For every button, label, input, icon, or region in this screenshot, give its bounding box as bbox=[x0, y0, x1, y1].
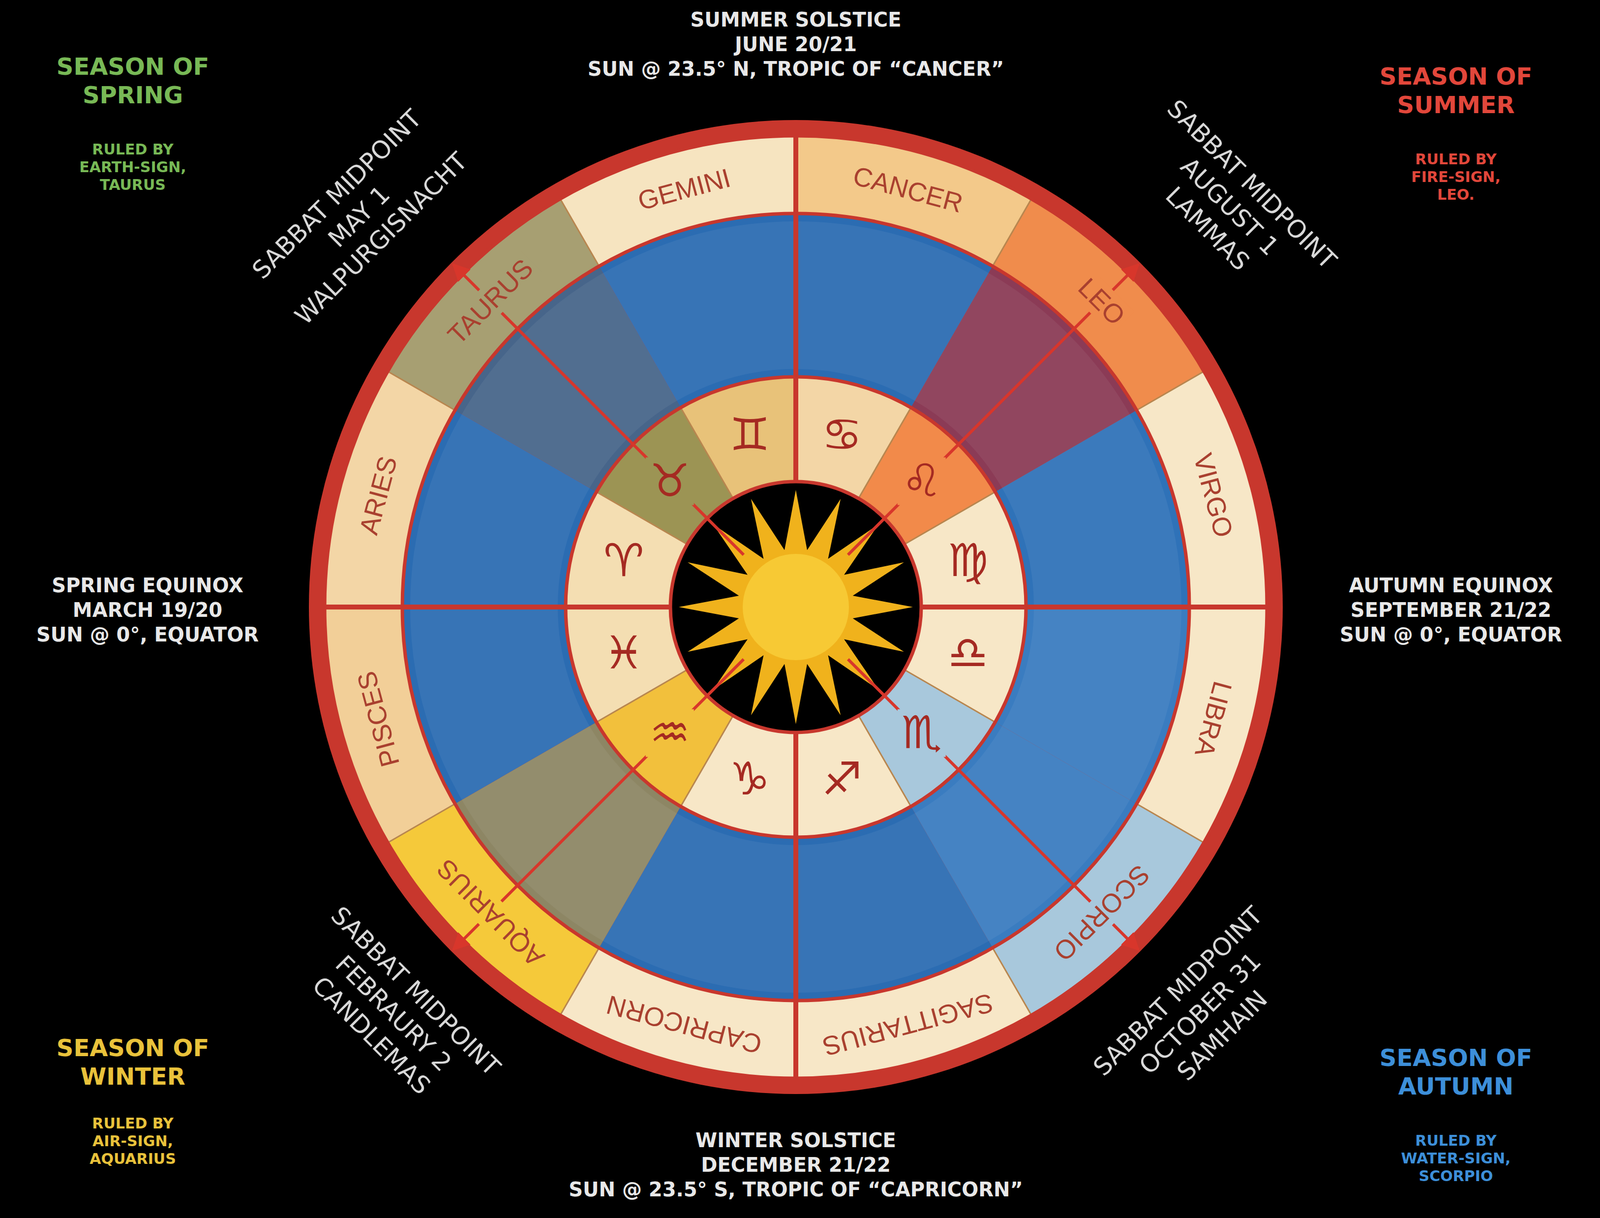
solstice-label: SUMMER SOLSTICE bbox=[690, 7, 902, 32]
segment-divider bbox=[387, 371, 455, 411]
solstice-label: DECEMBER 21/22 bbox=[700, 1152, 891, 1177]
sign-name: LIBRA bbox=[1188, 677, 1239, 761]
sign-glyph: ♏ bbox=[897, 709, 946, 757]
sign-name: GEMINI bbox=[633, 161, 734, 217]
sign-name: SAGITTARIUS bbox=[818, 986, 997, 1063]
glyph-segment bbox=[565, 606, 688, 723]
season-ruler: RULED BY EARTH-SIGN, TAURUS bbox=[77, 140, 189, 194]
sign-name: CAPRICORN bbox=[603, 988, 766, 1061]
sign-name: SCORPIO bbox=[1044, 855, 1159, 970]
sign-glyph: ♎ bbox=[947, 629, 988, 677]
sign-glyph: ♊ bbox=[729, 411, 770, 459]
season-divider bbox=[316, 604, 671, 610]
segment-divider bbox=[1136, 371, 1205, 411]
segment-divider bbox=[992, 198, 1032, 267]
season-ruler: RULED BY WATER-SIGN, SCORPIO bbox=[1398, 1131, 1513, 1185]
season-title: SEASON OF AUTUMN bbox=[1377, 1043, 1535, 1101]
solstice-label: SUN @ 23.5° S, TROPIC OF “CAPRICORN” bbox=[568, 1177, 1024, 1202]
segment-divider bbox=[992, 947, 1032, 1016]
sign-glyph: ♈ bbox=[603, 537, 644, 585]
sign-glyph: ♓ bbox=[603, 629, 644, 677]
segment-divider bbox=[560, 947, 600, 1016]
sign-glyph: ♑ bbox=[729, 754, 770, 803]
sign-name: CANCER bbox=[849, 159, 967, 220]
glyph-segment bbox=[904, 491, 1027, 607]
sign-name: AQUARIUS bbox=[426, 849, 554, 976]
sign-name: LEO bbox=[1068, 268, 1135, 335]
equinox-label: SUN @ 0°, EQUATOR bbox=[1339, 622, 1563, 647]
sign-glyph: ♐ bbox=[821, 754, 862, 803]
sign-name: VIRGO bbox=[1186, 449, 1240, 541]
sign-glyph: ♒ bbox=[645, 709, 695, 757]
equinox-label: SUN @ 0°, EQUATOR bbox=[36, 622, 259, 647]
segment-divider bbox=[560, 198, 600, 267]
equinox-label: MARCH 19/20 bbox=[72, 598, 223, 622]
sabbat-label: WALPURGISNACHT bbox=[289, 146, 474, 331]
equinox-label: AUTUMN EQUINOX bbox=[1349, 573, 1554, 598]
season-title: SEASON OF WINTER bbox=[54, 1033, 212, 1091]
sign-name: PISCES bbox=[350, 667, 407, 770]
sign-name: ARIES bbox=[352, 452, 405, 538]
sabbat-arrow bbox=[847, 264, 1139, 555]
sign-name: TAURUS bbox=[438, 249, 543, 354]
equinox-label: SEPTEMBER 21/22 bbox=[1350, 598, 1552, 622]
solstice-label: WINTER SOLSTICE bbox=[695, 1128, 897, 1152]
season-divider bbox=[793, 127, 799, 482]
solstice-label: SUN @ 23.5° N, TROPIC OF “CANCER” bbox=[587, 57, 1005, 81]
season-title: SEASON OF SUMMER bbox=[1377, 62, 1535, 120]
season-ruler: RULED BY FIRE-SIGN, LEO. bbox=[1409, 150, 1503, 204]
season-divider bbox=[921, 604, 1276, 610]
sun-core bbox=[742, 553, 849, 661]
sign-glyph: ♍ bbox=[947, 537, 988, 585]
sabbat-label: SABBAT MIDPOINT bbox=[246, 103, 428, 285]
segment-divider bbox=[387, 803, 455, 843]
season-ruler: RULED BY AIR-SIGN, AQUARIUS bbox=[87, 1114, 179, 1168]
season-divider bbox=[793, 732, 799, 1087]
equinox-label: SPRING EQUINOX bbox=[51, 573, 244, 598]
segment-divider bbox=[1136, 803, 1205, 843]
sign-glyph: ♌ bbox=[897, 457, 946, 506]
season-title: SEASON OF SPRING bbox=[54, 52, 212, 110]
sign-glyph: ♉ bbox=[645, 457, 695, 506]
sign-glyph: ♋ bbox=[821, 411, 862, 459]
outer-rim bbox=[308, 120, 1283, 1094]
glyph-segment bbox=[795, 715, 911, 838]
solstice-label: JUNE 20/21 bbox=[734, 32, 857, 57]
glyph-segment bbox=[680, 376, 796, 499]
